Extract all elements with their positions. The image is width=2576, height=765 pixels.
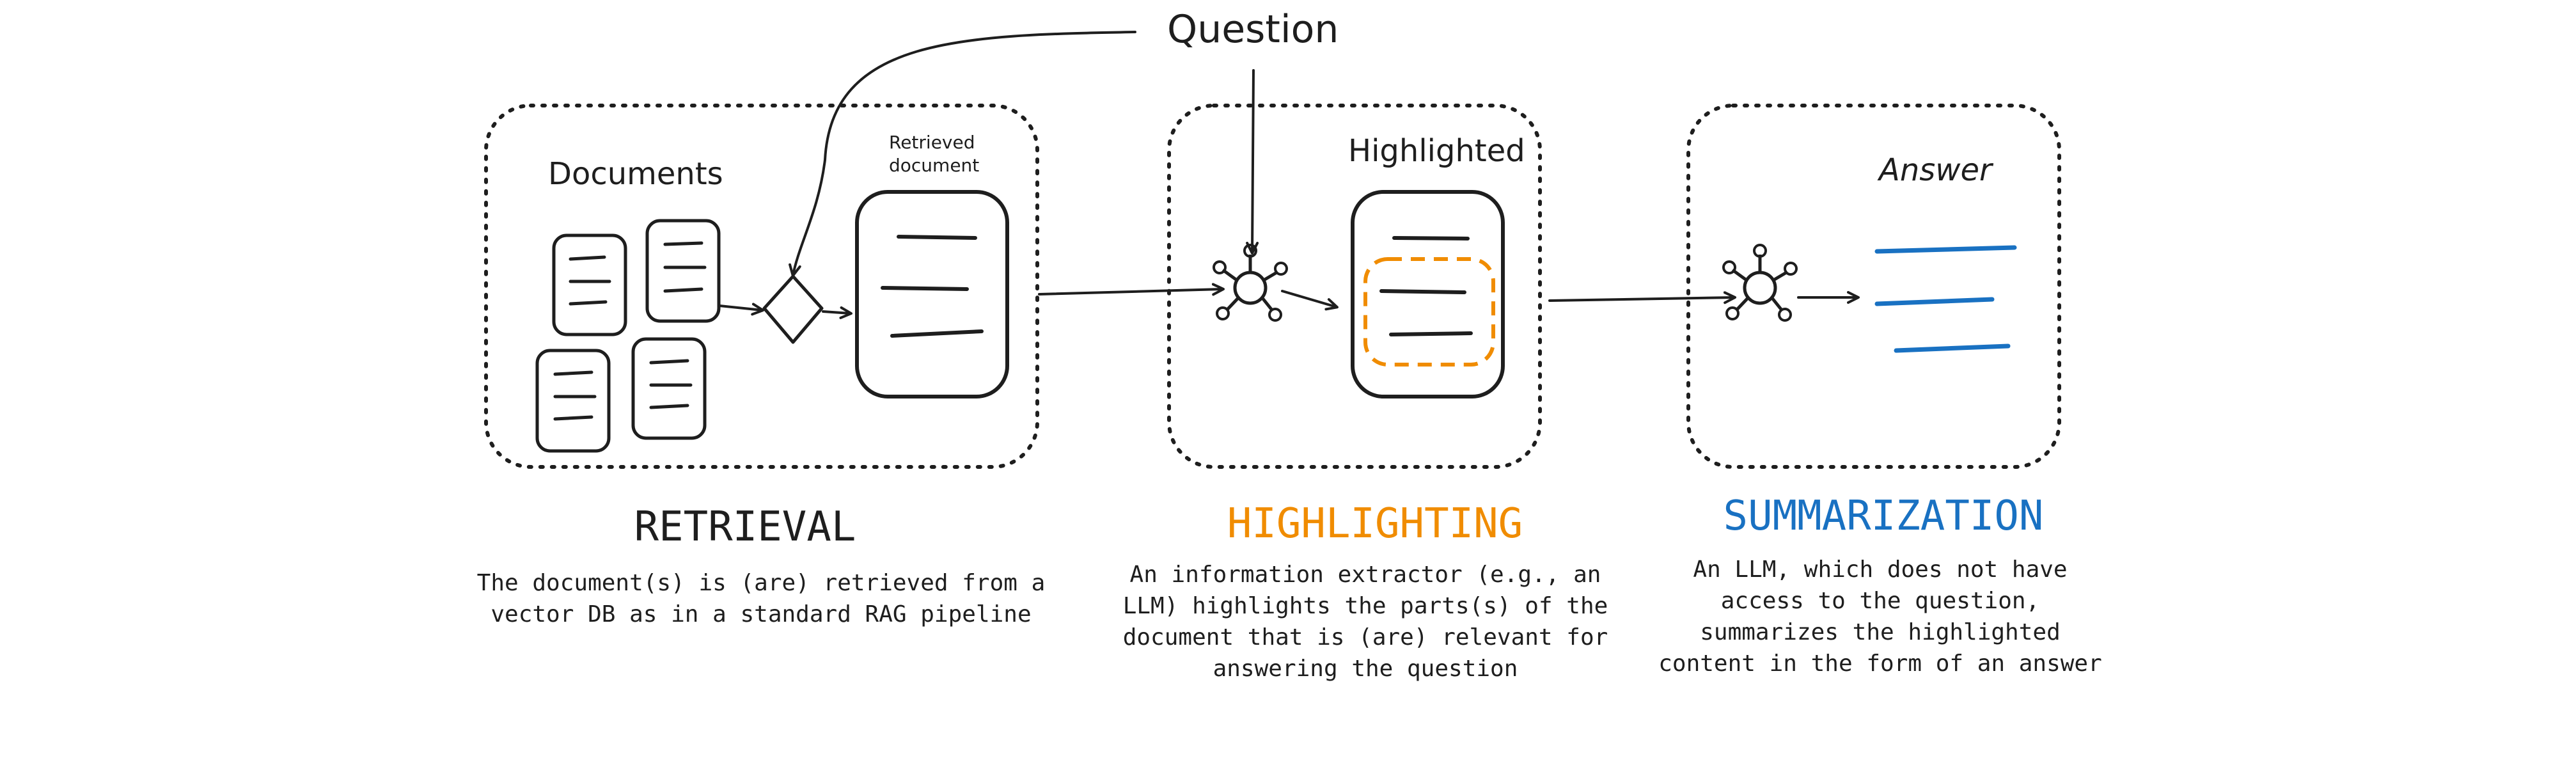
retrieved-label-line1: Retrieved <box>889 132 975 153</box>
highlighting-box <box>1167 104 1542 469</box>
answer-lines <box>1874 245 2017 353</box>
summarization-title: SUMMARIZATION <box>1724 493 2044 540</box>
documents-label: Documents <box>548 156 723 192</box>
retrieved-label-line2: document <box>889 155 979 176</box>
retrieval-desc-line2: vector DB as in a standard RAG pipeline <box>491 601 1031 627</box>
highlighting-desc-line4: answering the question <box>1213 656 1518 682</box>
summarization-desc-line1: An LLM, which does not have <box>1693 556 2067 583</box>
question-to-extractor-arrow <box>1246 69 1259 255</box>
summarization-box <box>1686 104 2061 469</box>
network-node-icon <box>1722 244 1798 322</box>
document-icon <box>535 349 611 453</box>
answer-line <box>1874 245 2017 254</box>
highlight-region <box>1363 257 1495 367</box>
question-label: Question <box>1167 7 1339 52</box>
highlighting-desc-line1: An information extractor (e.g., an <box>1130 562 1601 588</box>
summarization-desc-line2: access to the question, <box>1721 588 2040 614</box>
answer-line <box>1874 297 1995 306</box>
highlighting-to-summarizer-arrow <box>1548 291 1736 304</box>
answer-label: Answer <box>1877 152 1994 188</box>
retriever-to-document-arrow <box>822 306 852 319</box>
retrieval-to-extractor-arrow <box>1038 283 1225 296</box>
network-node-icon <box>1213 244 1288 322</box>
highlighted-document-icon <box>1351 190 1505 398</box>
answer-line <box>1894 343 2011 353</box>
document-icon <box>645 219 721 323</box>
document-icon <box>631 337 707 440</box>
highlighting-desc-line3: document that is (are) relevant for <box>1123 624 1608 651</box>
summarization-desc-line4: content in the form of an answer <box>1658 651 2102 677</box>
retrieval-box <box>484 104 1039 469</box>
highlighting-desc-line2: LLM) highlights the parts(s) of the <box>1123 593 1608 619</box>
question-to-retriever-arrow <box>789 31 1136 277</box>
retrieval-title: RETRIEVAL <box>634 503 856 551</box>
document-icon <box>552 233 627 336</box>
retrieval-desc-line1: The document(s) is (are) retrieved from … <box>477 570 1046 596</box>
extractor-to-highlighted-arrow <box>1281 290 1339 311</box>
diamond-icon <box>762 274 824 344</box>
summarization-desc-line3: summarizes the highlighted <box>1700 619 2061 645</box>
documents-to-retriever-arrow <box>718 303 764 316</box>
retrieved-document-icon <box>855 190 1009 398</box>
document-stack <box>535 219 721 453</box>
highlighted-label: Highlighted <box>1348 133 1525 169</box>
highlighting-title: HIGHLIGHTING <box>1227 500 1523 548</box>
